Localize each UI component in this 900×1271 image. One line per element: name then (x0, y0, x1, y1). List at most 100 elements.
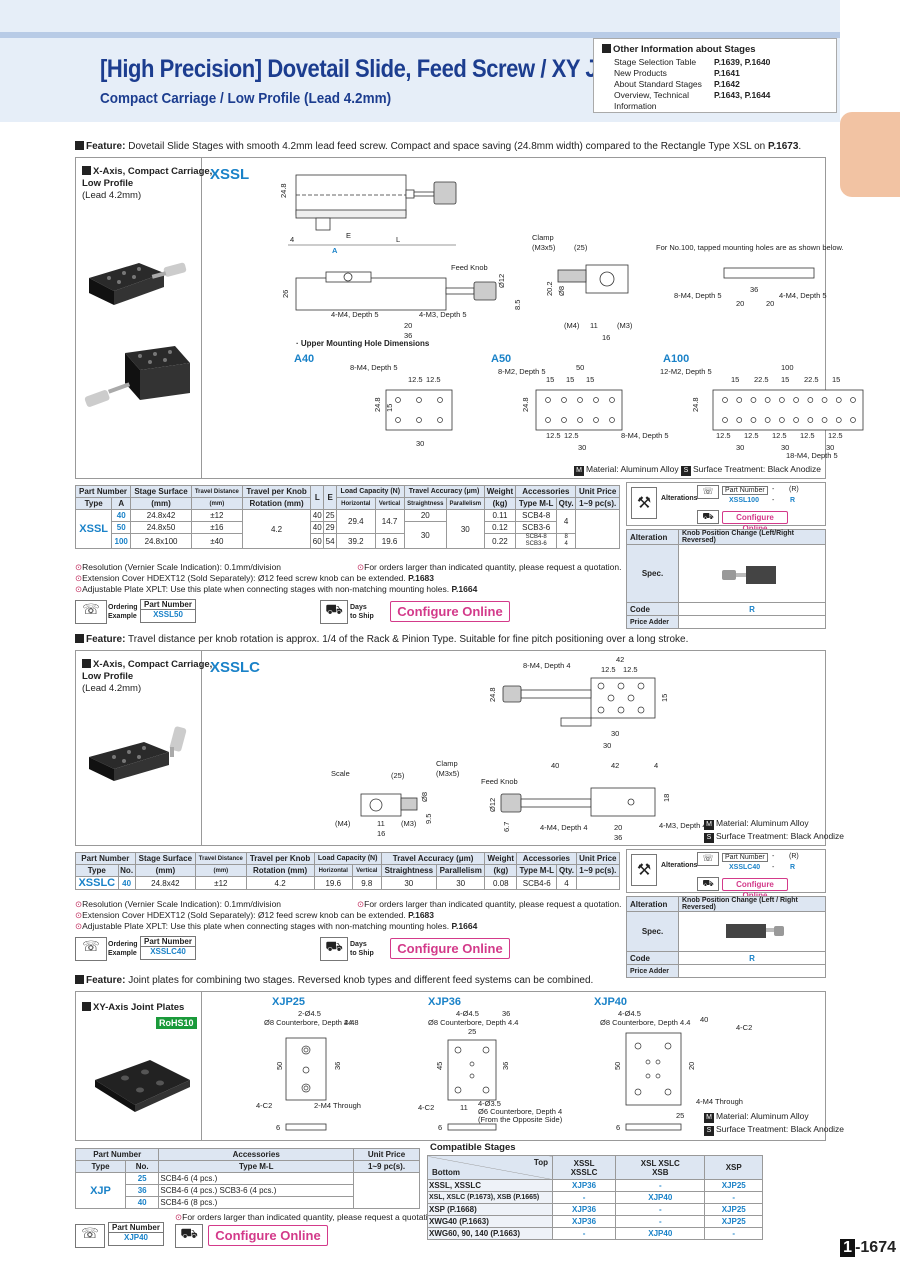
info-page[interactable]: P.1642 (714, 79, 740, 89)
compat-title: Compatible Stages (430, 1142, 516, 1153)
cell: 24.8x50 (130, 521, 192, 534)
cell[interactable]: 40 (124, 1196, 160, 1209)
note: ⊙Extension Cover HDEXT12 (Sold Separatel… (75, 910, 435, 920)
knob-reverse-icon (726, 923, 784, 938)
page-number-chapter: 1 (840, 1239, 856, 1257)
th: Straightness (403, 497, 448, 510)
mounting-hole (793, 417, 799, 423)
dim-label: 20.2 (545, 281, 554, 296)
cell: 14.7 (374, 509, 405, 534)
dim-label: 8-M2, Depth 5 (498, 367, 546, 376)
cell: SCB3-6 (515, 521, 557, 534)
configure-online-button[interactable]: Configure Online (208, 1225, 328, 1246)
mounting-hole (593, 397, 599, 403)
cell[interactable]: 25 (124, 1172, 160, 1185)
cell[interactable]: 40 (111, 509, 132, 522)
dim-label: 42 (611, 761, 619, 770)
cell[interactable]: 50 (111, 521, 132, 534)
dim-label: 15 (832, 375, 840, 384)
cell[interactable]: 36 (124, 1184, 160, 1197)
page-ref-link[interactable]: P.1664 (451, 921, 478, 931)
th: Type M-L (516, 864, 558, 877)
photo-column (76, 992, 202, 1140)
code-label: Code (626, 602, 679, 616)
cell-line: SCB4-8 (525, 534, 547, 540)
alt-code: R (790, 864, 796, 871)
square-bullet-icon (75, 975, 84, 984)
cell: 30 (446, 509, 485, 549)
configure-online-button[interactable]: Configure Online (390, 601, 510, 622)
alterations-box: ⚒ Alterations ☏ Part Number - (R) XSSLC4… (626, 849, 826, 900)
note: ⊙For orders larger than indicated quanti… (357, 899, 622, 909)
note-text: Resolution (Vernier Scale Indication): 0… (82, 562, 282, 572)
cell: 4 (555, 509, 577, 534)
page-ref-link[interactable]: P.1683 (408, 910, 435, 920)
th: Stage Surface (130, 485, 192, 498)
dim-label: Ø8 (420, 792, 429, 802)
cell[interactable]: 100 (111, 533, 132, 549)
note-text: Extension Cover HDEXT12 (Sold Separately… (82, 573, 406, 583)
cell: 39.2 (336, 533, 376, 549)
th: Type (74, 497, 113, 510)
th: E (323, 485, 338, 510)
dim-label: 4-M4, Depth 5 (331, 310, 379, 319)
dim-label: 18-M4, Depth 5 (786, 451, 838, 460)
th: No. (124, 1160, 160, 1173)
cell-line: 4 (564, 541, 568, 547)
th: 1~9 pc(s). (353, 1160, 420, 1173)
section-side-tab[interactable] (840, 112, 900, 197)
info-page[interactable]: P.1643, P.1644 (714, 90, 771, 100)
cell: 20 (403, 509, 448, 522)
page-ref-link[interactable]: P.1683 (408, 573, 435, 583)
mounting-hole (395, 417, 401, 423)
th: Rotation (mm) (241, 497, 312, 510)
note: ⊙Resolution (Vernier Scale Indication): … (75, 899, 282, 909)
configure-online-button[interactable]: Configure Online (390, 938, 510, 959)
note-text: Adjustable Plate XPLT: Use this plate wh… (82, 921, 450, 931)
knob-reverse-icon (722, 565, 776, 584)
dim-label: 12.5 (601, 665, 616, 674)
configure-online-button[interactable]: Configure Online (722, 878, 788, 900)
dim-label: 24.8 (279, 183, 288, 198)
cell: 25 (323, 509, 338, 522)
label-line: Low Profile (82, 671, 134, 682)
cell: XSP (P.1668) (427, 1203, 553, 1216)
xssl-spec-table: Part Number Stage Surface Travel Distanc… (74, 485, 620, 549)
cell[interactable]: 40 (117, 876, 136, 890)
th: Load Capacity (N) (336, 485, 405, 498)
phone-icon: ☏ (75, 937, 107, 961)
table-row: 36 SCB4-6 (4 pcs.) SCB3-6 (4 pcs.) (76, 1184, 420, 1197)
table-row: XSL, XSLC (P.1673), XSB (P.1665)-XJP40- (427, 1191, 763, 1204)
info-page[interactable]: P.1641 (714, 68, 740, 78)
cell: - (704, 1191, 763, 1204)
dim-label: 12.5 (408, 375, 423, 384)
page-ref-link[interactable]: P.1673 (768, 141, 799, 152)
feature-text: Dovetail Slide Stages with smooth 4.2mm … (125, 141, 769, 152)
cell (575, 876, 621, 890)
th: Knob Position Change (Left / Right Rever… (678, 896, 826, 912)
header-stripe (0, 32, 840, 38)
xsslc-panel: X-Axis, Compact Carriage, Low Profile (L… (75, 650, 844, 846)
th: Travel per Knob (245, 852, 315, 865)
page-ref-link[interactable]: P.1664 (451, 584, 478, 594)
model-name: XSSLC (210, 659, 261, 676)
cell: - (615, 1203, 706, 1216)
mounting-hole (807, 397, 814, 403)
cell: 4.2 (245, 876, 315, 890)
cell: XJP25 (704, 1215, 763, 1228)
info-row[interactable]: New Products P.1641 (602, 68, 828, 79)
wrench-icon: ⚒ (631, 487, 657, 519)
dash: - (772, 497, 775, 504)
configure-online-button[interactable]: Configure Online (722, 511, 788, 533)
info-page[interactable]: P.1639, P.1640 (714, 57, 771, 67)
dim-label: 30 (781, 443, 789, 452)
mounting-hole (416, 397, 422, 403)
info-label: New Products (614, 68, 667, 78)
